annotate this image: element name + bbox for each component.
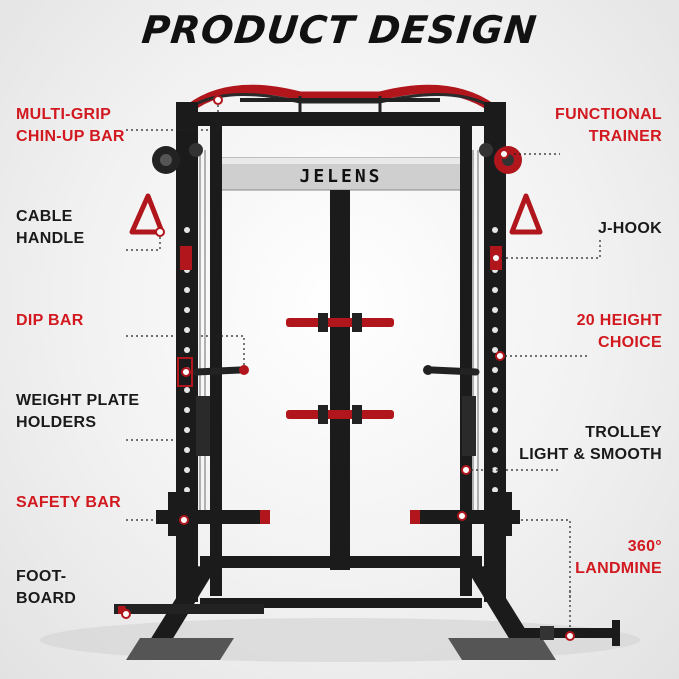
chinup-bar bbox=[185, 84, 497, 113]
label-jhook: J-HOOK bbox=[597, 220, 662, 237]
label-landmine: 360°LANDMINE bbox=[575, 538, 662, 577]
brand-logo: JELENS bbox=[299, 166, 382, 187]
label-safety-bar: SAFETY BAR bbox=[16, 494, 121, 511]
label-dip-bar: DIP BAR bbox=[16, 312, 84, 329]
label-footboard: FOOT-BOARD bbox=[16, 568, 77, 607]
